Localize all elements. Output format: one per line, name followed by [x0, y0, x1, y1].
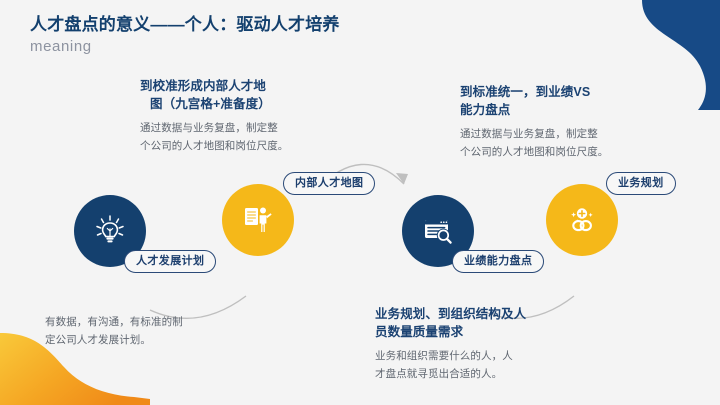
slide-header: 人才盘点的意义——个人：驱动人才培养 meaning — [30, 14, 550, 55]
text-block-top-right-heading: 到标准统一，到业绩VS 能力盘点 — [460, 85, 591, 117]
text-block-bottom-left-body: 有数据，有沟通，有标准的制 定公司人才发展计划。 — [45, 316, 183, 347]
pill-label-internal-talent-map[interactable]: 内部人才地图 — [283, 172, 376, 196]
pill-label-business-planning[interactable]: 业务规划 — [606, 172, 676, 196]
lightbulb-icon — [96, 215, 124, 243]
text-block-bottom-left: 有数据，有沟通，有标准的制 定公司人才发展计划。 — [45, 313, 245, 350]
text-block-top-left: 到校准形成内部人才地 图（九宫格+准备度） 通过数据与业务复盘，制定整 个公司的… — [140, 78, 320, 155]
text-block-bottom-right-heading: 业务规划、到组织结构及人 员数量质量需求 — [375, 307, 527, 339]
pill-label-talent-development-plan[interactable]: 人才发展计划 — [124, 250, 217, 274]
text-block-top-right-body: 通过数据与业务复盘，制定整 个公司的人才地图和岗位尺度。 — [460, 127, 609, 158]
document-search-icon — [425, 220, 452, 244]
text-block-top-left-heading: 到校准形成内部人才地 图（九宫格+准备度） — [140, 79, 271, 111]
text-block-top-right: 到标准统一，到业绩VS 能力盘点 通过数据与业务复盘，制定整 个公司的人才地图和… — [460, 84, 640, 161]
page-title: 人才盘点的意义——个人：驱动人才培养 — [30, 15, 340, 34]
person-document-icon — [245, 207, 272, 232]
add-person-link-icon — [571, 208, 593, 232]
badge-circle-business-planning[interactable] — [546, 184, 618, 256]
text-block-bottom-right-body: 业务和组织需要什么的人，人 才盘点就寻觅出合适的人。 — [375, 349, 513, 380]
text-block-bottom-right: 业务规划、到组织结构及人 员数量质量需求 业务和组织需要什么的人，人 才盘点就寻… — [375, 306, 575, 383]
pill-label-performance-capability-review[interactable]: 业绩能力盘点 — [452, 250, 545, 274]
page-subtitle: meaning — [30, 38, 92, 56]
arc-badge1-to-badge2 — [149, 295, 247, 320]
arc-badge3-to-badge4 — [479, 295, 575, 320]
badge-circle-internal-talent-map[interactable] — [222, 184, 294, 256]
text-block-top-left-body: 通过数据与业务复盘，制定整 个公司的人才地图和岗位尺度。 — [140, 121, 289, 152]
arrow-head-badge3 — [396, 173, 408, 184]
